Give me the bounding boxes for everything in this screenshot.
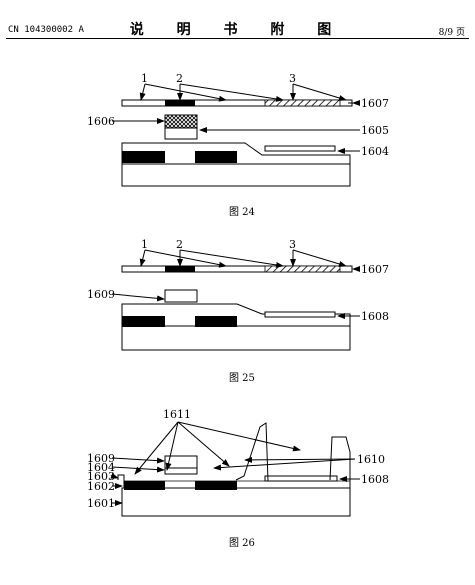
label-1607: 1607 [361, 97, 389, 110]
figure-caption: 图 24 [229, 206, 255, 218]
metal-block-left [124, 481, 165, 490]
label-3: 3 [289, 238, 296, 251]
label-1611: 1611 [163, 408, 191, 421]
metal-block-left [122, 316, 165, 327]
sidewall-left [235, 422, 269, 482]
label-1605: 1605 [361, 124, 389, 137]
layer-1608 [264, 475, 338, 482]
photoresist-layer [164, 114, 198, 129]
substrate [121, 487, 351, 517]
label-1: 1 [141, 72, 148, 85]
label-1603: 1603 [87, 470, 115, 483]
metal-block-right [195, 316, 237, 327]
label-1606: 1606 [87, 115, 115, 128]
label-1610: 1610 [357, 453, 385, 466]
figure-caption: 图 26 [229, 537, 255, 549]
label-1: 1 [141, 238, 148, 251]
figure-caption: 图 25 [229, 372, 255, 384]
label-2: 2 [176, 72, 183, 85]
header-rule [6, 38, 469, 39]
layer-1608 [264, 311, 336, 318]
label-1604: 1604 [361, 145, 389, 158]
label-2: 2 [176, 238, 183, 251]
label-1608: 1608 [361, 473, 389, 486]
label-1608: 1608 [361, 310, 389, 323]
substrate [121, 325, 351, 351]
patent-number: CN 104300002 A [8, 25, 84, 35]
mask-opaque-region [165, 266, 195, 272]
page-title: 说 明 书 附 图 [129, 22, 346, 38]
label-1609: 1609 [87, 452, 115, 465]
label-1601: 1601 [87, 497, 115, 510]
mask-halftone-region [264, 99, 341, 107]
label-1602: 1602 [87, 480, 115, 493]
figure-25: 1 2 3 1607 1609 1608 图 25 [87, 238, 389, 384]
label-1607: 1607 [361, 263, 389, 276]
layer-1609 [164, 455, 198, 469]
label-3: 3 [289, 72, 296, 85]
figure-26: 1611 1609 1604 1603 1602 1601 1610 1608 … [87, 408, 389, 549]
page-header: CN 104300002 A 说 明 书 附 图 8/9 页 [0, 0, 475, 40]
substrate [121, 163, 351, 187]
layer-1604 [164, 467, 198, 475]
layer-1605 [164, 127, 198, 140]
sidewall-right [329, 436, 351, 488]
metal-block-left [122, 151, 165, 163]
mask-opaque-region [165, 100, 195, 106]
metal-block-right [195, 151, 237, 163]
mask-halftone-region [264, 265, 341, 273]
label-1604: 1604 [87, 461, 115, 474]
layer-1609 [164, 289, 198, 303]
figure-24: 1 2 3 1607 1606 1605 1604 图 24 [87, 72, 389, 218]
layer-1604 [264, 145, 336, 152]
label-1609: 1609 [87, 288, 115, 301]
page-number: 8/9 页 [438, 28, 465, 38]
metal-block-right [195, 481, 237, 490]
